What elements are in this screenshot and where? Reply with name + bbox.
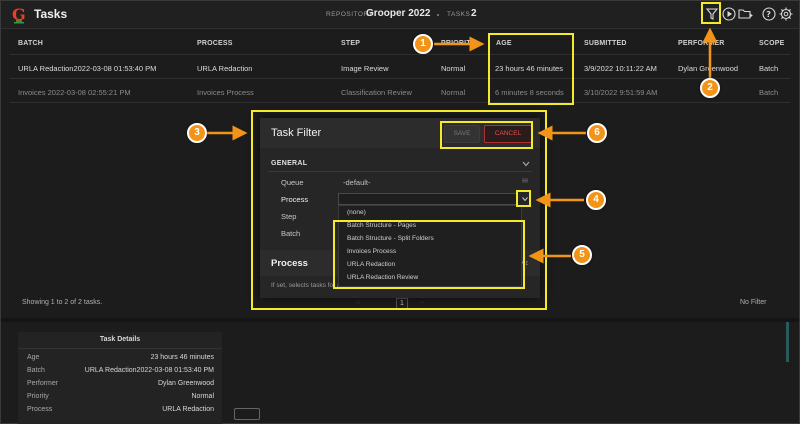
save-button[interactable]: SAVE	[444, 125, 480, 143]
callout-badge-6: 6	[587, 123, 607, 143]
cell-priority: Normal	[441, 64, 466, 73]
folder-add-icon[interactable]	[737, 6, 753, 22]
column-header-process[interactable]: PROCESS	[197, 40, 233, 47]
option-batch-structure-split-folders[interactable]: Batch Structure - Split Folders	[347, 235, 434, 242]
chevron-down-icon[interactable]	[522, 197, 528, 201]
highlight-filter-dialog	[251, 110, 547, 310]
detail-value-process: URLA Redaction	[162, 406, 214, 413]
showing-count-text: Showing 1 to 2 of 2 tasks.	[22, 299, 103, 306]
gear-icon[interactable]	[778, 6, 794, 22]
option-urla-redaction-review[interactable]: URLA Redaction Review	[347, 274, 419, 281]
cell-age: 23 hours 46 minutes	[495, 64, 563, 73]
callout-badge-1: 1	[413, 34, 433, 54]
svg-text:G: G	[12, 5, 26, 24]
queue-field[interactable]: -default-	[343, 178, 371, 187]
detail-value-performer: Dylan Greenwood	[157, 380, 214, 387]
top-bar: G Tasks REPOSITORY Grooper 2022 TASKS 2 …	[1, 1, 799, 29]
pager-next[interactable]: ››	[420, 300, 424, 306]
detail-value-priority: Normal	[191, 393, 214, 400]
highlight-dropdown-arrow	[516, 190, 531, 207]
cell-process: Invoices Process	[197, 88, 254, 97]
option-invoices-process[interactable]: Invoices Process	[347, 248, 397, 255]
chevron-down-icon[interactable]	[522, 161, 530, 167]
row-divider	[10, 78, 790, 79]
task-details-title: Task Details	[99, 336, 141, 343]
column-header-performer[interactable]: PERFORMER	[678, 40, 725, 47]
grooper-logo-icon[interactable]: G	[11, 5, 27, 25]
menu-icon[interactable]	[522, 178, 528, 183]
column-header-scope[interactable]: SCOPE	[759, 40, 785, 47]
filter-icon[interactable]	[704, 6, 720, 22]
cell-priority: Normal	[441, 88, 466, 97]
header-separator	[437, 14, 439, 16]
row-divider	[10, 102, 790, 103]
option-none[interactable]: (none)	[347, 209, 366, 216]
column-header-submitted[interactable]: SUBMITTED	[584, 40, 627, 47]
option-urla-redaction[interactable]: URLA Redaction	[347, 261, 396, 268]
tasks-count-value: 2	[471, 8, 477, 19]
help-icon[interactable]: ?	[761, 6, 777, 22]
task-details-panel: Task Details Age 23 hours 46 minutes Bat…	[18, 332, 222, 424]
callout-badge-3: 3	[187, 123, 207, 143]
cell-step: Classification Review	[341, 88, 412, 97]
repository-value[interactable]: Grooper 2022	[366, 8, 431, 19]
cell-performer: Dylan Greenwood	[678, 64, 739, 73]
cancel-button[interactable]: CANCEL	[484, 125, 532, 143]
svg-text:?: ?	[766, 10, 771, 19]
tasks-count-label: TASKS	[447, 11, 471, 18]
queue-label: Queue	[281, 178, 304, 187]
cell-batch: URLA Redaction2022-03-08 01:53:40 PM	[18, 64, 157, 73]
task-details-divider	[18, 348, 222, 349]
viewer-button[interactable]	[234, 408, 260, 420]
scrollbar[interactable]	[786, 322, 789, 362]
batch-label: Batch	[281, 229, 301, 238]
section-divider	[268, 171, 532, 172]
detail-value-batch: URLA Redaction2022-03-08 01:53:40 PM	[84, 367, 214, 374]
cell-scope: Batch	[759, 88, 779, 97]
header-divider	[10, 54, 790, 55]
cell-scope: Batch	[759, 64, 779, 73]
cell-submitted: 3/10/2022 9:51:59 AM	[584, 88, 658, 97]
column-header-batch[interactable]: BATCH	[18, 40, 43, 47]
sort-icon[interactable]: ᴬ↕	[522, 260, 529, 267]
column-header-priority[interactable]: PRIORITY	[441, 40, 476, 47]
dialog-title: Task Filter	[271, 127, 322, 139]
play-icon[interactable]	[721, 6, 737, 22]
page-title: Tasks	[34, 7, 68, 21]
general-section-header[interactable]: GENERAL	[271, 160, 308, 167]
cell-submitted: 3/9/2022 10:11:22 AM	[584, 64, 657, 73]
detail-label-batch: Batch	[27, 367, 45, 374]
cell-age: 6 minutes 8 seconds	[495, 88, 564, 97]
callout-badge-4: 4	[586, 190, 606, 210]
process-label: Process	[281, 195, 309, 204]
column-header-age[interactable]: AGE	[496, 40, 512, 47]
cell-step: Image Review	[341, 64, 389, 73]
repository-label: REPOSITORY	[326, 11, 374, 18]
column-header-step[interactable]: STEP	[341, 40, 361, 47]
highlight-age-column	[488, 33, 574, 105]
process-options-list: (none) Batch Structure - Pages Batch Str…	[338, 205, 522, 287]
callout-badge-2: 2	[700, 78, 720, 98]
step-label: Step	[281, 212, 297, 221]
pager-previous[interactable]: ‹‹	[356, 300, 360, 306]
filter-status-text: No Filter	[740, 299, 767, 306]
highlight-dialog-buttons	[440, 121, 533, 149]
detail-label-performer: Performer	[27, 380, 59, 387]
panel-divider[interactable]	[1, 318, 799, 322]
detail-label-process: Process	[27, 406, 53, 413]
help-title: Process	[271, 258, 308, 269]
highlight-process-options	[333, 220, 525, 289]
detail-value-age: 23 hours 46 minutes	[150, 354, 214, 361]
detail-label-age: Age	[27, 354, 40, 361]
highlight-filter-button	[701, 2, 721, 24]
callout-badge-5: 5	[572, 245, 592, 265]
help-text-body: If set, selects tasks for a specific	[271, 282, 367, 289]
detail-label-priority: Priority	[27, 393, 49, 400]
cell-process: URLA Redaction	[197, 64, 253, 73]
option-batch-structure-pages[interactable]: Batch Structure - Pages	[347, 222, 417, 229]
cell-batch: Invoices 2022-03-08 02:55:21 PM	[18, 88, 131, 97]
